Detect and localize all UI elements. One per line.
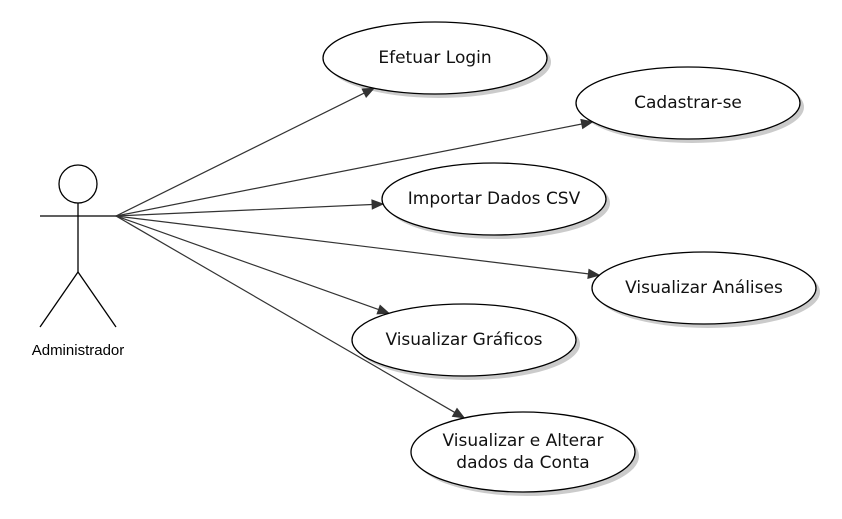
use-case-visualizar-graficos[interactable]: Visualizar Gráficos (351, 303, 577, 377)
arrow-head-efetuar-login (361, 87, 376, 99)
arrow-head-importar-dados-csv (371, 199, 385, 210)
use-case-label: Efetuar Login (378, 48, 491, 68)
use-case-label: Visualizar Gráficos (385, 330, 542, 350)
actor[interactable]: Administrador (32, 164, 125, 359)
arrow-head-visualizar-alterar-conta (451, 407, 466, 419)
use-case-cadastrar-se[interactable]: Cadastrar-se (575, 66, 801, 140)
association-line-cadastrar-se (115, 123, 582, 217)
associations-layer (115, 87, 601, 419)
use-case-ellipse (591, 251, 817, 325)
use-case-label: dados da Conta (456, 453, 589, 473)
use-case-label: Importar Dados CSV (408, 189, 581, 209)
use-case-importar-dados-csv[interactable]: Importar Dados CSV (381, 162, 607, 236)
use-case-label: Visualizar e Alterar (443, 431, 604, 451)
association-line-visualizar-alterar-conta (115, 215, 456, 413)
arrow-head-visualizar-graficos (376, 304, 391, 315)
association-line-importar-dados-csv (115, 203, 373, 217)
actor-label: Administrador (32, 342, 125, 359)
actor-right-leg (77, 271, 117, 328)
use-case-ellipse (322, 21, 548, 95)
use-case-label: Visualizar Análises (625, 278, 783, 298)
association-line-efetuar-login (115, 92, 365, 217)
use-case-ellipse (410, 411, 636, 493)
association-line-visualizar-analises (115, 215, 589, 275)
arrow-head-cadastrar-se (580, 118, 594, 130)
use-case-ellipse (351, 303, 577, 377)
arrow-head-visualizar-analises (587, 268, 601, 279)
use-case-label: Cadastrar-se (634, 93, 742, 113)
association-line-visualizar-graficos (115, 215, 379, 311)
use-case-efetuar-login[interactable]: Efetuar Login (322, 21, 548, 95)
actor-head (58, 164, 98, 204)
use-case-ellipse (381, 162, 607, 236)
use-case-visualizar-analises[interactable]: Visualizar Análises (591, 251, 817, 325)
use-case-ellipse (575, 66, 801, 140)
actor-left-leg (39, 271, 79, 328)
